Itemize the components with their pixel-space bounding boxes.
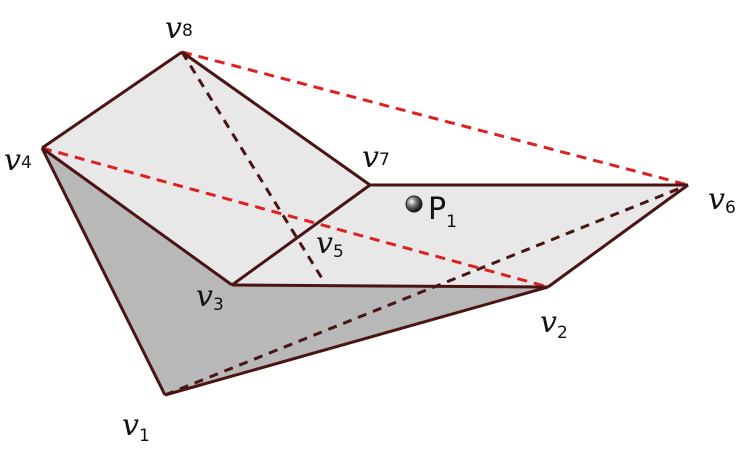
vertex-label-v2: v2 [540,305,568,343]
vertex-label-v8: v8 [165,11,193,46]
vertex-label-v5: v5 [316,226,344,262]
edge-v3-v4 [41,146,233,287]
edge-v4-v1 [40,147,167,396]
edge-v6-v2 [547,183,689,289]
hidden-edge-v8-v5 [180,51,325,281]
vertex-label-v7: v7 [362,140,390,175]
edge-v4-v8 [41,50,183,150]
point-p1-marker [405,195,423,213]
edge-v3-v2 [231,283,549,289]
hull-edge-v4-v2 [41,146,549,289]
face-v3-v7-v6-v2 [232,185,688,287]
vertex-label-v6: v6 [708,182,736,218]
vertex-label-v3: v3 [196,279,224,315]
edge-v8-v7 [181,50,371,187]
hull-edge-v8-v6 [181,50,689,187]
vertex-label-v4: v4 [4,143,32,178]
hidden-edge-v1-v6 [164,183,689,397]
point-p1-label: P1 [428,192,457,232]
edge-v1-v2 [164,285,549,397]
edge-v7-v3 [231,183,371,287]
face-v4-v1-v2-v3-dark [42,148,548,395]
face-v4-v8-v7-v3 [42,52,370,285]
vertex-label-v1: v1 [122,408,150,446]
